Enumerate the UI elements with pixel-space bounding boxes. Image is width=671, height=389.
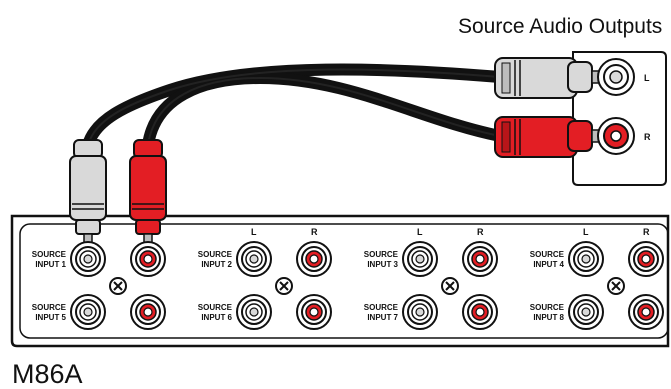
input-label-line1: SOURCE: [32, 303, 67, 312]
input3-left-jack: [402, 241, 438, 277]
input-label-line1: SOURCE: [530, 303, 565, 312]
input5-right-jack: [130, 294, 166, 330]
input3-right-jack: [462, 241, 498, 277]
column-label-r: R: [643, 227, 650, 237]
input-label-line1: SOURCE: [530, 250, 565, 259]
ground-screw: [441, 277, 459, 295]
input4-left-jack: [568, 241, 604, 277]
ground-screw: [607, 277, 625, 295]
input-label-line2: INPUT 5: [35, 313, 66, 322]
input-label-line1: SOURCE: [364, 303, 399, 312]
input-label-line1: SOURCE: [32, 250, 67, 259]
input-label-line1: SOURCE: [198, 250, 233, 259]
cable-group: [82, 63, 506, 151]
input-label-line2: INPUT 1: [35, 260, 66, 269]
column-label-l: L: [251, 227, 257, 237]
input-label-line2: INPUT 7: [367, 313, 398, 322]
right-cable: [142, 71, 506, 151]
input1-left-jack: [70, 241, 106, 277]
input-label-line2: INPUT 3: [367, 260, 398, 269]
input2-left-jack: [236, 241, 272, 277]
input7-right-jack: [462, 294, 498, 330]
input-label-line2: INPUT 8: [533, 313, 564, 322]
input8-left-jack: [568, 294, 604, 330]
column-label-r: R: [477, 227, 484, 237]
source-right-jack: [597, 117, 635, 155]
column-label-l: L: [583, 227, 589, 237]
input2-right-jack: [296, 241, 332, 277]
input1-right-jack: [130, 241, 166, 277]
column-label-l: L: [417, 227, 423, 237]
source-panel-title: Source Audio Outputs: [458, 15, 662, 38]
input5-left-jack: [70, 294, 106, 330]
input-label-line2: INPUT 4: [533, 260, 564, 269]
device-panel-inner: [19, 223, 669, 339]
source-right-plug: [494, 116, 605, 158]
ground-screw: [275, 277, 293, 295]
source-left-plug: [494, 57, 605, 99]
input7-left-jack: [402, 294, 438, 330]
device-model: M86A: [12, 359, 83, 389]
source-left-jack: [597, 58, 635, 96]
device-panel: [10, 214, 670, 348]
source-left-label: L: [644, 73, 650, 83]
input6-right-jack: [296, 294, 332, 330]
source-right-label: R: [644, 132, 651, 142]
input-label-line2: INPUT 6: [201, 313, 232, 322]
input1-left-plug: [69, 139, 107, 257]
input-label-line1: SOURCE: [198, 303, 233, 312]
column-label-r: R: [311, 227, 318, 237]
ground-screw: [109, 277, 127, 295]
input6-left-jack: [236, 294, 272, 330]
input8-right-jack: [628, 294, 664, 330]
input-label-line2: INPUT 2: [201, 260, 232, 269]
input-label-line1: SOURCE: [364, 250, 399, 259]
input4-right-jack: [628, 241, 664, 277]
